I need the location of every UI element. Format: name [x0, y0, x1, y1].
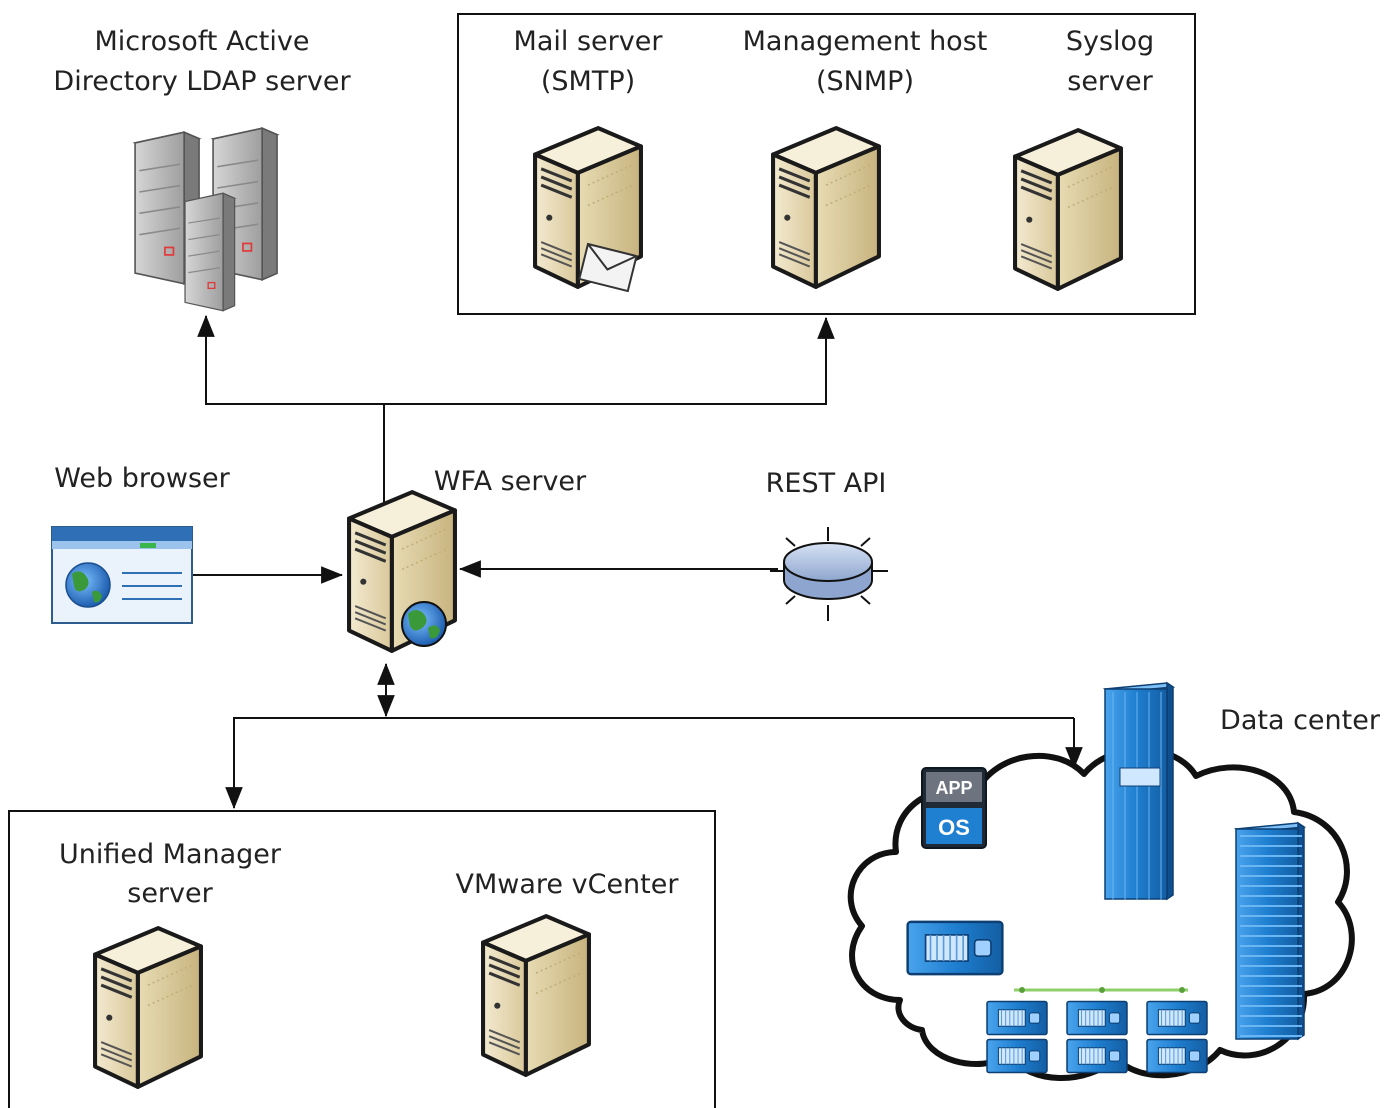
wfa-server-label: WFA server: [434, 466, 587, 497]
mail-label-line2: (SMTP): [541, 66, 635, 97]
ldap-label-line1: Microsoft Active: [95, 26, 310, 57]
mgmt-label-line1: Management host: [743, 26, 988, 57]
web-browser-icon: [51, 526, 193, 624]
app-os-icon: APP OS: [921, 767, 987, 849]
connectors: [193, 314, 1083, 810]
vcenter-label: VMware vCenter: [456, 869, 680, 900]
unified-manager-label-line1: Unified Manager: [59, 839, 282, 870]
ldap-label-line2: Directory LDAP server: [53, 66, 351, 97]
storage-rack-icon: [1104, 682, 1174, 900]
management-host-icon: [773, 128, 879, 287]
unified-manager-label-line2: server: [127, 878, 213, 909]
storage-rack-detail: [1112, 692, 1162, 900]
os-badge-text: OS: [938, 815, 970, 840]
rest-api-label: REST API: [766, 468, 887, 499]
syslog-label-line1: Syslog: [1066, 26, 1154, 57]
unified-manager-server-icon: [95, 928, 201, 1087]
app-badge-text: APP: [935, 778, 972, 798]
vcenter-server-icon: [483, 916, 589, 1075]
storage-rack-large-detail: [1240, 835, 1302, 1037]
mail-server-icon: [535, 128, 641, 293]
syslog-label-line2: server: [1067, 66, 1153, 97]
mgmt-label-line2: (SNMP): [816, 66, 914, 97]
storage-shelf-icon: [906, 920, 1004, 976]
web-browser-label: Web browser: [54, 463, 230, 494]
data-center-label: Data center: [1220, 705, 1381, 736]
mail-label-line1: Mail server: [514, 26, 664, 57]
storage-shelves-cluster-icon: [986, 987, 1208, 1074]
server-cluster-icon: [134, 127, 278, 312]
datasources-box: [8, 810, 716, 1108]
bus-to-datasources-connector: [225, 717, 1074, 810]
wfa-server-icon: [349, 492, 455, 651]
notification-servers-box: [457, 13, 1196, 315]
syslog-server-icon: [1015, 130, 1121, 289]
wfa-to-notification-connector: [384, 316, 835, 405]
rest-api-disk-icon: [770, 527, 888, 621]
wfa-to-ldap-connector: [197, 314, 385, 510]
